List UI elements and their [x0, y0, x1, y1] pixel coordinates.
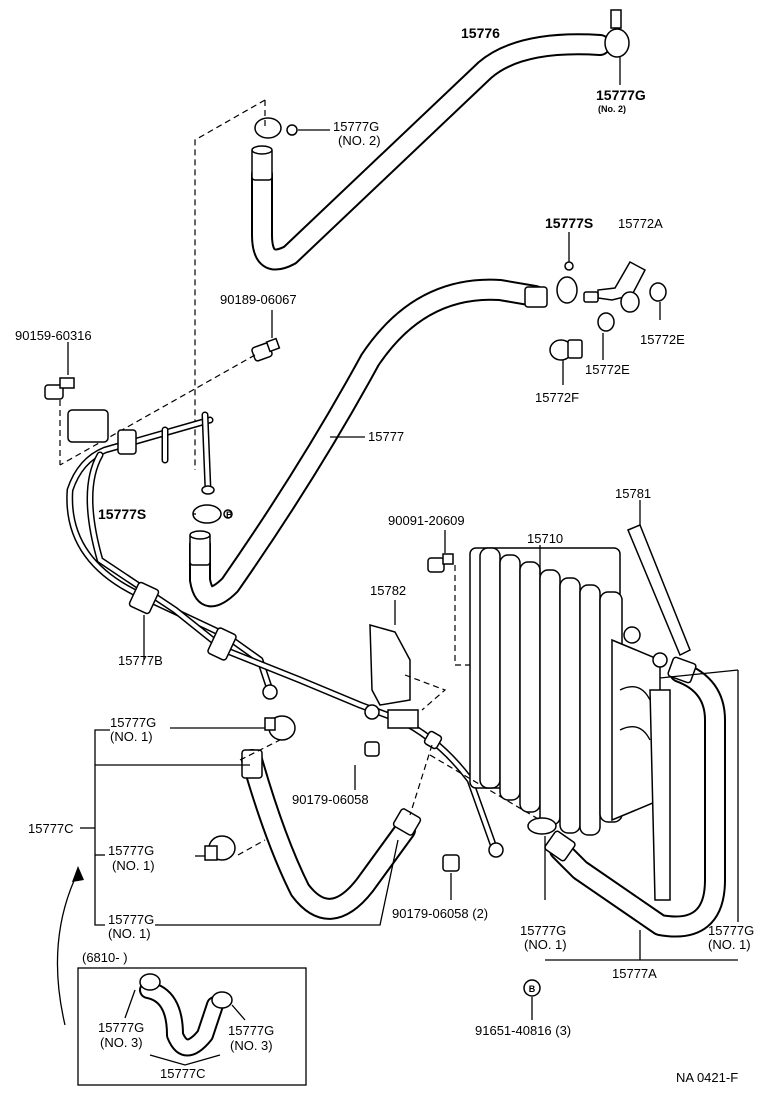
label-clamp-no1-a: 15777G: [110, 715, 156, 730]
label-grommet-e2: 15772E: [585, 362, 630, 377]
label-hose-15777: 15777: [368, 429, 404, 444]
label-clamp-top-left-sub: (NO. 2): [338, 133, 381, 148]
label-clamp-top-right-sub: (No. 2): [598, 104, 626, 114]
clamp-no2-top-left: [254, 117, 330, 139]
bracket-15782: [369, 600, 419, 729]
label-clamp-no1-c-sub: (NO. 1): [108, 926, 151, 941]
label-clamp-no1-a-sub: (NO. 1): [110, 729, 153, 744]
clamp-no1-b: [195, 835, 236, 861]
label-hose-assy-a: 15777A: [612, 966, 657, 981]
label-collar-15772f: 15772F: [535, 390, 579, 405]
label-clamp-no3-a-sub: (NO. 3): [100, 1035, 143, 1050]
label-date-range: (6810- ): [82, 950, 128, 965]
clip-bolt-glyph: B: [226, 510, 233, 520]
bracket-rod-15781: [627, 500, 691, 901]
label-bracket-rod: 15781: [615, 486, 651, 501]
clip-15777s-mid: [192, 504, 233, 524]
ref-line: [429, 754, 541, 821]
clamp-no3-a: [139, 973, 161, 991]
label-clamp-no1-e: 15777G: [708, 923, 754, 938]
hose-assy-15777c: [241, 749, 422, 920]
clamp-no2-top-right: [604, 9, 630, 85]
label-bolt-90159: 90159-60316: [15, 328, 92, 343]
label-bolt-90189: 90189-06067: [220, 292, 297, 307]
label-bolt-90179: 90179-06058: [292, 792, 369, 807]
label-clamp-no1-b-sub: (NO. 1): [112, 858, 155, 873]
label-clamp-no1-e-sub: (NO. 1): [708, 937, 751, 952]
label-clip-s-mid: 15777S: [98, 506, 146, 522]
collar-15772f: [549, 339, 583, 385]
label-bracket-15782: 15782: [370, 583, 406, 598]
label-clip-s-top: 15777S: [545, 215, 593, 231]
label-grommet-e1: 15772E: [640, 332, 685, 347]
bolt-90189-06067: [251, 310, 281, 362]
clamp-no1-a: [264, 715, 296, 741]
label-tube-15777b: 15777B: [118, 653, 163, 668]
hose-15777a: [527, 656, 739, 938]
ref-line: [404, 674, 447, 711]
ref-line: [454, 565, 470, 666]
hose-15777: [189, 278, 548, 608]
inset-arrow: [56, 871, 79, 1026]
clip-15777s-top: [556, 232, 578, 304]
oil-cooler-15710: [469, 545, 668, 836]
label-bracket-15772a: 15772A: [618, 216, 663, 231]
label-clamp-no1-c: 15777G: [108, 912, 154, 927]
nut-90179-06058: [442, 854, 460, 900]
label-15776: 15776: [461, 25, 500, 41]
label-clamp-no3-a: 15777G: [98, 1020, 144, 1035]
label-rivet: 91651-40816 (3): [475, 1023, 571, 1038]
label-hose-assy-c: 15777C: [28, 821, 74, 836]
inset-box: [77, 967, 307, 1086]
bolt-small-cooler: [423, 730, 443, 750]
hose-15776: [251, 33, 611, 271]
ref-line: [59, 354, 256, 466]
label-hose-assy-c-inset: 15777C: [160, 1066, 206, 1081]
clamp-no3-b: [211, 991, 233, 1009]
arrow-head-icon: [72, 866, 84, 882]
label-clamp-no3-b: 15777G: [228, 1023, 274, 1038]
bolt-90179-06058: [354, 741, 380, 790]
label-clamp-no1-d-sub: (NO. 1): [524, 937, 567, 952]
ref-line: [409, 744, 433, 816]
label-bolt-90091: 90091-20609: [388, 513, 465, 528]
ref-line: [237, 839, 266, 856]
label-clamp-top-right: 15777G: [596, 87, 646, 103]
bolt-90091-20609: [427, 530, 454, 573]
bracket-15772a: [583, 260, 667, 332]
tube-15777b: [66, 409, 504, 858]
rivet-marker: B: [523, 979, 541, 1020]
label-illustration-code: NA 0421-F: [676, 1070, 738, 1085]
label-clamp-top-left: 15777G: [333, 119, 379, 134]
label-clamp-no3-b-sub: (NO. 3): [230, 1038, 273, 1053]
label-clamp-no1-d: 15777G: [520, 923, 566, 938]
ref-line: [239, 739, 281, 761]
svg-text:B: B: [529, 984, 536, 994]
label-cooler: 15710: [527, 531, 563, 546]
label-nut-90179: 90179-06058 (2): [392, 906, 488, 921]
ref-line: [194, 99, 266, 470]
label-clamp-no1-b: 15777G: [108, 843, 154, 858]
bolt-90159-60316: [44, 342, 75, 400]
